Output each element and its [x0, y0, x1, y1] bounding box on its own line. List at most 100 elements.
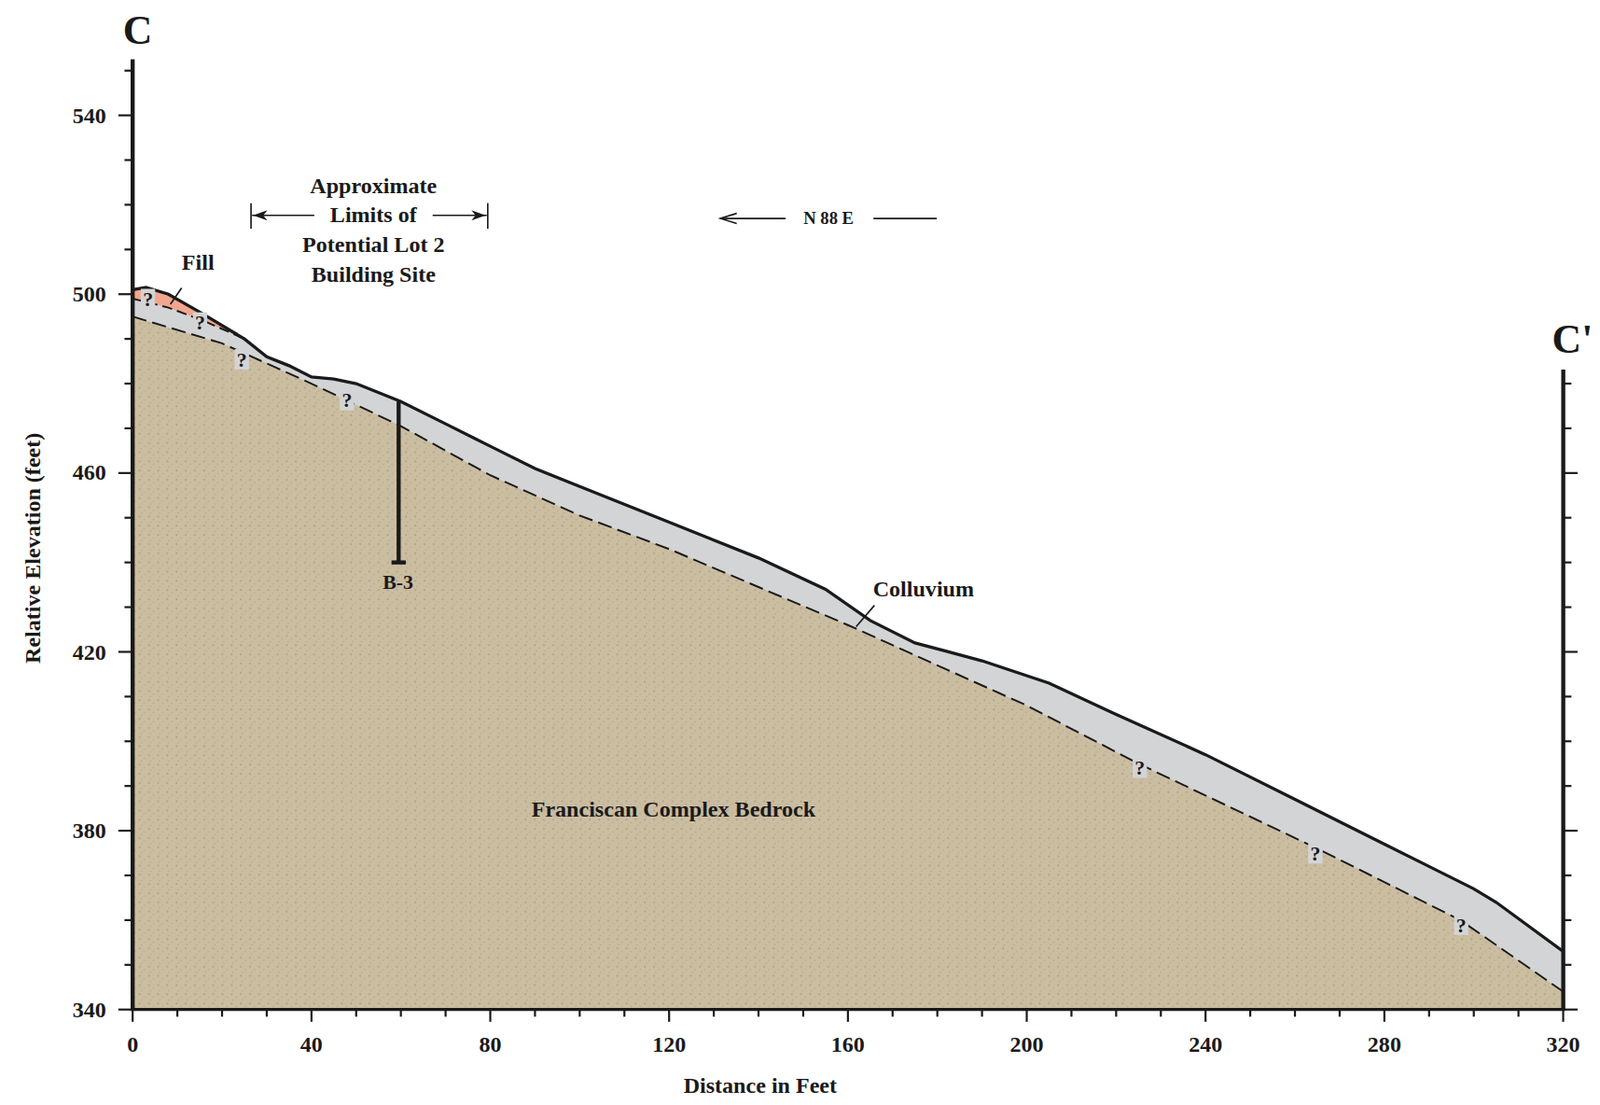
axis-tick	[578, 1009, 581, 1017]
axis-tick	[355, 1009, 358, 1017]
arrow-head	[471, 209, 486, 221]
axis-value: 320	[1545, 1030, 1580, 1058]
axis-tick	[533, 1009, 536, 1017]
axis-value: 420	[72, 639, 107, 666]
axis-tick	[1159, 1009, 1162, 1017]
axis-tick	[124, 69, 133, 72]
axis-tick	[1563, 739, 1573, 742]
axis-title: Relative Elevation (feet)	[19, 432, 46, 664]
axis-tick	[1473, 1009, 1475, 1017]
axis-value: 280	[1367, 1030, 1402, 1058]
axis-tick	[1025, 1009, 1028, 1022]
axis-tick	[1563, 829, 1578, 832]
axis-tick	[757, 1009, 760, 1017]
site-limits-note: Approximate Limits of Potential Lot 2 Bu…	[285, 170, 461, 290]
axis-value: 540	[72, 102, 107, 129]
axis-tick	[124, 382, 133, 385]
section-end-label: C	[123, 7, 154, 55]
axis-tick	[1428, 1009, 1431, 1017]
axis-tick	[124, 203, 133, 206]
bracket-end	[486, 203, 489, 229]
axis-tick	[1383, 1009, 1386, 1022]
axis-value: 500	[72, 280, 107, 307]
query-mark: ?	[140, 289, 155, 310]
axis-tick	[400, 1009, 403, 1017]
axis-tick	[1561, 1009, 1564, 1022]
axis-tick	[124, 561, 133, 564]
unit-label: Colluvium	[873, 575, 974, 602]
section-end-label: C'	[1552, 316, 1594, 363]
axis-tick	[667, 1009, 670, 1022]
query-mark: ?	[339, 389, 354, 411]
axis-tick	[124, 248, 133, 251]
axis-tick	[936, 1009, 939, 1017]
axis-tick	[847, 1009, 849, 1022]
axis-tick	[124, 739, 133, 742]
colluvium-base-contact	[132, 316, 1563, 991]
axis-tick	[124, 918, 133, 921]
axis-tick	[1249, 1009, 1252, 1017]
ground-surface	[132, 287, 1563, 951]
query-mark: ?	[1132, 757, 1147, 779]
direction-line	[873, 217, 937, 220]
axis-tick	[124, 337, 133, 340]
axis-tick	[1563, 427, 1573, 430]
bedrock-area	[132, 316, 1563, 1010]
bracket-end	[250, 203, 252, 229]
axis-tick	[124, 695, 133, 697]
axis-value: 380	[72, 817, 107, 844]
colluvium-area	[132, 287, 1563, 1010]
axis-value: 240	[1188, 1030, 1223, 1058]
query-mark: ?	[235, 348, 250, 370]
axis-tick	[1563, 472, 1578, 474]
axis-value: 340	[72, 996, 107, 1023]
axis-tick	[131, 1009, 134, 1022]
axis-tick	[1563, 650, 1578, 653]
axis-tick	[124, 963, 133, 966]
axis-tick	[118, 1008, 133, 1011]
axis-tick	[1563, 918, 1573, 921]
boring-label: B-3	[382, 570, 414, 594]
query-mark: ?	[1307, 842, 1322, 863]
axis-tick	[1563, 516, 1573, 519]
axis-tick	[124, 605, 133, 608]
axis-tick	[124, 784, 133, 787]
right-axis	[1560, 369, 1565, 1010]
axis-tick	[1563, 695, 1573, 697]
axis-tick	[1517, 1009, 1520, 1017]
axis-tick	[124, 874, 133, 877]
direction-arrowhead	[720, 213, 738, 224]
axis-value: 40	[300, 1030, 323, 1058]
axis-tick	[118, 114, 133, 117]
axis-tick	[488, 1009, 491, 1022]
axis-value: 120	[652, 1030, 686, 1058]
axis-title: Distance in Feet	[683, 1071, 837, 1099]
arrow-head	[252, 209, 267, 221]
axis-tick	[1563, 382, 1573, 385]
axis-tick	[1563, 963, 1573, 966]
axis-tick	[712, 1009, 715, 1017]
query-mark: ?	[1454, 914, 1469, 935]
axis-tick	[623, 1009, 626, 1017]
left-axis	[130, 58, 135, 1009]
axis-tick	[1563, 784, 1573, 787]
direction-label: N 88 E	[803, 208, 854, 228]
axis-tick	[802, 1009, 805, 1017]
axis-value: 160	[831, 1030, 865, 1058]
axis-value: 460	[72, 459, 107, 487]
axis-tick	[1563, 605, 1573, 608]
axis-value: 200	[1009, 1030, 1044, 1058]
axis-tick	[445, 1009, 447, 1017]
axis-tick	[124, 427, 133, 430]
unit-label: Fill	[181, 249, 215, 276]
axis-tick	[1204, 1009, 1207, 1022]
query-mark: ?	[193, 312, 208, 334]
axis-tick	[124, 516, 133, 519]
axis-tick	[118, 650, 133, 653]
axis-tick	[310, 1009, 313, 1022]
axis-tick	[1563, 874, 1573, 877]
axis-value: 80	[478, 1030, 501, 1058]
